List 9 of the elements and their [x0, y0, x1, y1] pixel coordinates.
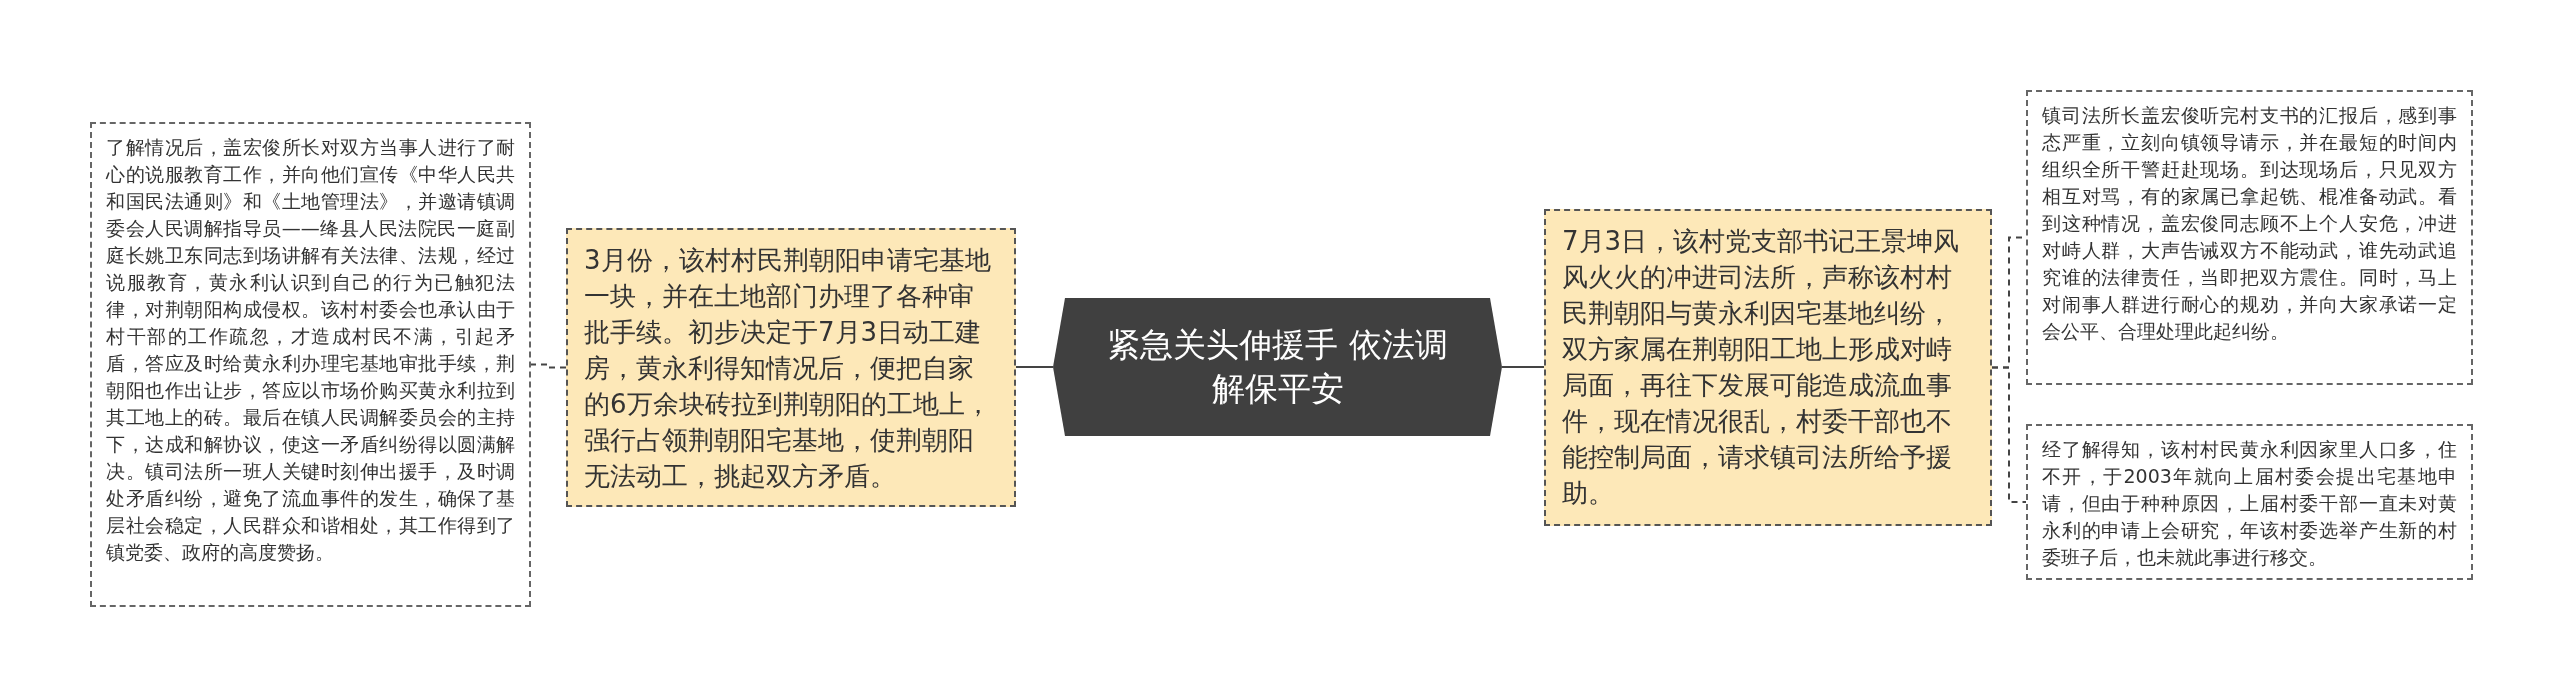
note-box: 经了解得知，该村村民黄永利因家里人口多，住不开，于2003年就向上届村委会提出宅基地申请，但由于种种原因，上届村委干部一直未对黄永利的申请上会研究，年该村委选举产生新的村委班子后，也未就此事进行移交。 — [2026, 424, 2473, 580]
note-box: 了解情况后，盖宏俊所长对双方当事人进行了耐心的说服教育工作，并向他们宣传《中华人民共和国民法通则》和《土地管理法》，并邀请镇调委会人民调解指导员——绛县人民法院民一庭副庭长姚卫东同志到场讲解有关法律、法规，经过说服教育，黄永利认识到自己的行为已触犯法律，对荆朝阳构成侵权。该村村委会也承认由于村干部的工作疏忽，才造成村民不满，引起矛盾，答应及时给黄永利办理宅基地审批手续，荆朝阳也作出让步，答应以市场价购买黄永利拉到其工地上的砖。最后在镇人民调解委员会的主持下，达成和解协议，使这一矛盾纠纷得以圆满解决。镇司法所一班人关键时刻伸出援手，及时调处矛盾纠纷，避免了流血事件的发生，确保了基层社会稳定，人民群众和谐相处，其工作得到了镇党委、政府的高度赞扬。 — [90, 122, 531, 607]
connector-line — [1991, 366, 2027, 503]
connector-line — [530, 363, 567, 369]
note-box: 3月份，该村村民荆朝阳申请宅基地一块，并在土地部门办理了各种审批手续。初步决定于7月3日动工建房，黄永利得知情况后，便把自家的6万余块砖拉到荆朝阳的工地上，强行占领荆朝阳宅基地，使荆朝阳无法动工，挑起双方矛盾。 — [566, 228, 1016, 507]
note-box: 7月3日，该村党支部书记王景坤风风火火的冲进司法所，声称该村村民荆朝阳与黄永利因宅基地纠纷，双方家属在荆朝阳工地上形成对峙局面，再往下发展可能造成流血事件，现在情况很乱，村委干部也不能控制局面，请求镇司法所给予援助。 — [1544, 209, 1992, 526]
connector-line — [1015, 366, 1054, 368]
note-box: 镇司法所长盖宏俊听完村支书的汇报后，感到事态严重，立刻向镇领导请示，并在最短的时间内组织全所干警赶赴现场。到达现场后，只见双方相互对骂，有的家属已拿起铣、棍准备动武。看到这种情况，盖宏俊同志顾不上个人安危，冲进对峙人群，大声告诫双方不能动武，谁先动武追究谁的法律责任，当即把双方震住。同时，马上对闹事人群进行耐心的规劝，并向大家承诺一定会公平、合理处理此起纠纷。 — [2026, 90, 2473, 385]
connector-line — [1501, 366, 1545, 368]
